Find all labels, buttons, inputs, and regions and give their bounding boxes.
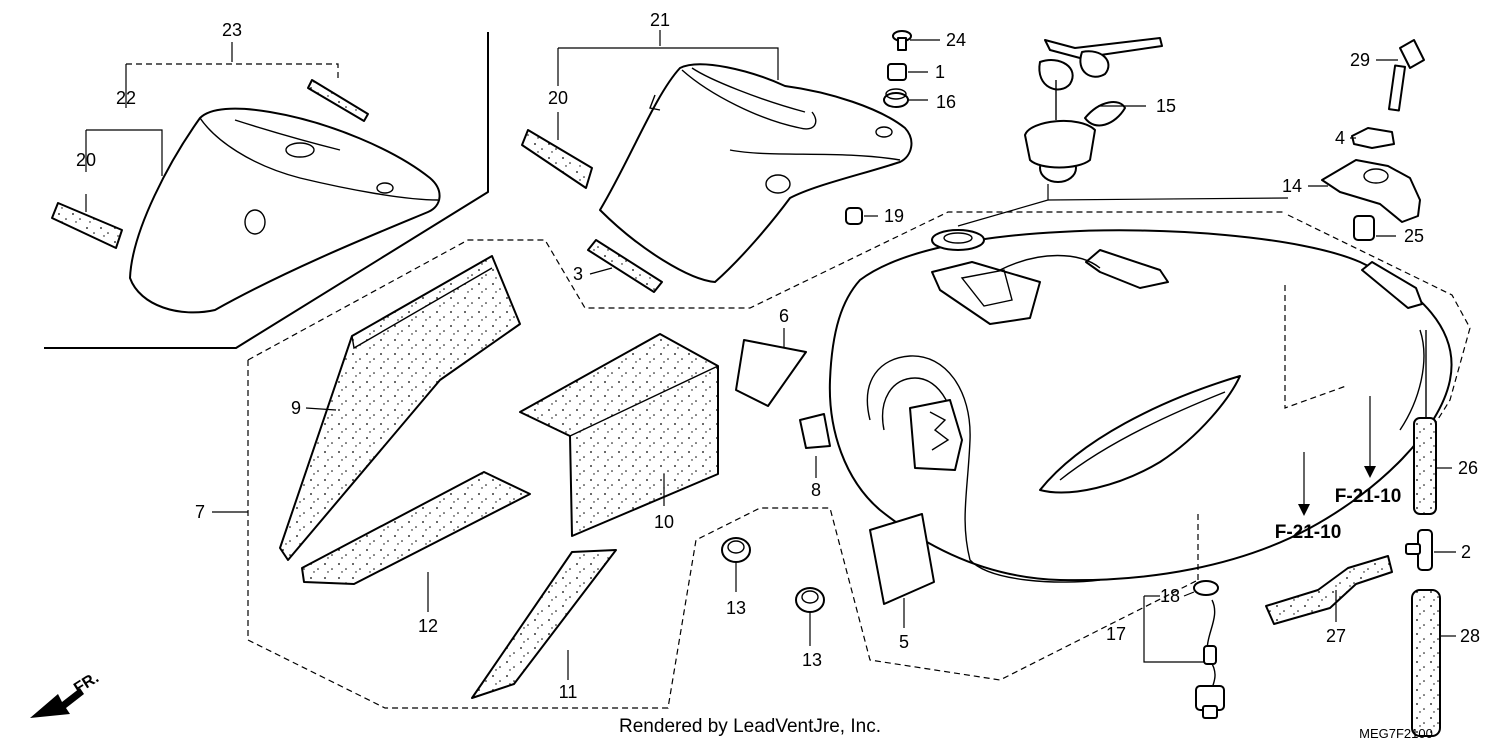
collar-25-part	[1353, 215, 1375, 241]
pad-9-part	[279, 255, 521, 561]
callout-15: 15	[1156, 96, 1176, 116]
reference-label-upper: F-21-10	[1335, 486, 1402, 507]
callout-7: 7	[195, 502, 205, 522]
credit-line: Rendered by LeadVentJre, Inc.	[619, 716, 881, 737]
pad-5-part	[869, 513, 935, 605]
callout-1: 1	[935, 62, 945, 82]
callout-13-a: 13	[726, 598, 746, 618]
hose-27-part	[1265, 555, 1393, 625]
callout-29: 29	[1350, 50, 1370, 70]
rear-cover-strip-part	[307, 79, 369, 122]
pad-11-part	[471, 549, 617, 699]
callout-18: 18	[1160, 586, 1180, 606]
callout-27: 27	[1326, 626, 1346, 646]
callout-3: 3	[573, 264, 583, 284]
grommet-16-part	[883, 88, 909, 108]
hose-26-part	[1413, 330, 1437, 515]
pad-6-part	[735, 339, 807, 407]
reference-label-lower: F-21-10	[1275, 522, 1342, 543]
fuel-cap-15-part	[1024, 37, 1163, 183]
nut-13b-part	[795, 587, 825, 613]
callout-12: 12	[418, 616, 438, 636]
bolt-29-part	[1387, 39, 1425, 112]
joint-2-part	[1405, 529, 1433, 571]
callout-25: 25	[1404, 226, 1424, 246]
rear-cover-part	[129, 107, 441, 314]
washer-18-part	[1193, 580, 1219, 596]
nut-19-part	[845, 207, 863, 225]
callout-2: 2	[1461, 542, 1471, 562]
callout-17: 17	[1106, 624, 1126, 644]
callout-6: 6	[779, 306, 789, 326]
pad-group-dashed-outline	[247, 211, 1285, 709]
arrow-icon	[30, 688, 84, 718]
callout-10: 10	[654, 512, 674, 532]
callout-9: 9	[291, 398, 301, 418]
front-direction-marker: FR.	[30, 669, 102, 718]
strip-3-part	[587, 239, 663, 293]
callout-4: 4	[1335, 128, 1345, 148]
rear-cover-pad-part	[51, 202, 123, 249]
hose-28-part	[1411, 589, 1441, 737]
fuel-tank-part	[828, 229, 1453, 583]
screw-24-part	[892, 30, 912, 51]
callout-21: 21	[650, 10, 670, 30]
callout-20-left: 20	[76, 150, 96, 170]
front-cover-pad-part	[521, 129, 593, 189]
nut-13a-part	[721, 537, 751, 563]
collar-1-part	[887, 63, 907, 81]
tank-dashed-outline	[1284, 214, 1471, 449]
callout-24: 24	[946, 30, 966, 50]
front-cover-part	[599, 63, 913, 283]
pad-8-part	[799, 413, 831, 449]
diagram-code: MEG7F2100	[1359, 726, 1433, 741]
inset-panel-border	[44, 32, 489, 349]
callout-26: 26	[1458, 458, 1478, 478]
pad-10-part	[519, 333, 719, 537]
callout-labels: 23 22 20 21 20 24 1 16 19 15 29 4 14 25 …	[76, 10, 1480, 702]
pad-12-part	[301, 471, 531, 585]
callout-28: 28	[1460, 626, 1480, 646]
washer-4-part	[1351, 127, 1395, 149]
callout-14: 14	[1282, 176, 1302, 196]
callout-5: 5	[899, 632, 909, 652]
callout-19: 19	[884, 206, 904, 226]
callout-22: 22	[116, 88, 136, 108]
callout-13-b: 13	[802, 650, 822, 670]
sensor-17-part	[1195, 599, 1225, 719]
leader-lines	[85, 30, 1456, 680]
callout-11: 11	[559, 682, 578, 702]
bracket-14-part	[1321, 159, 1421, 223]
callout-23: 23	[222, 20, 242, 40]
callout-8: 8	[811, 480, 821, 500]
callout-16: 16	[936, 92, 956, 112]
callout-20-center: 20	[548, 88, 568, 108]
